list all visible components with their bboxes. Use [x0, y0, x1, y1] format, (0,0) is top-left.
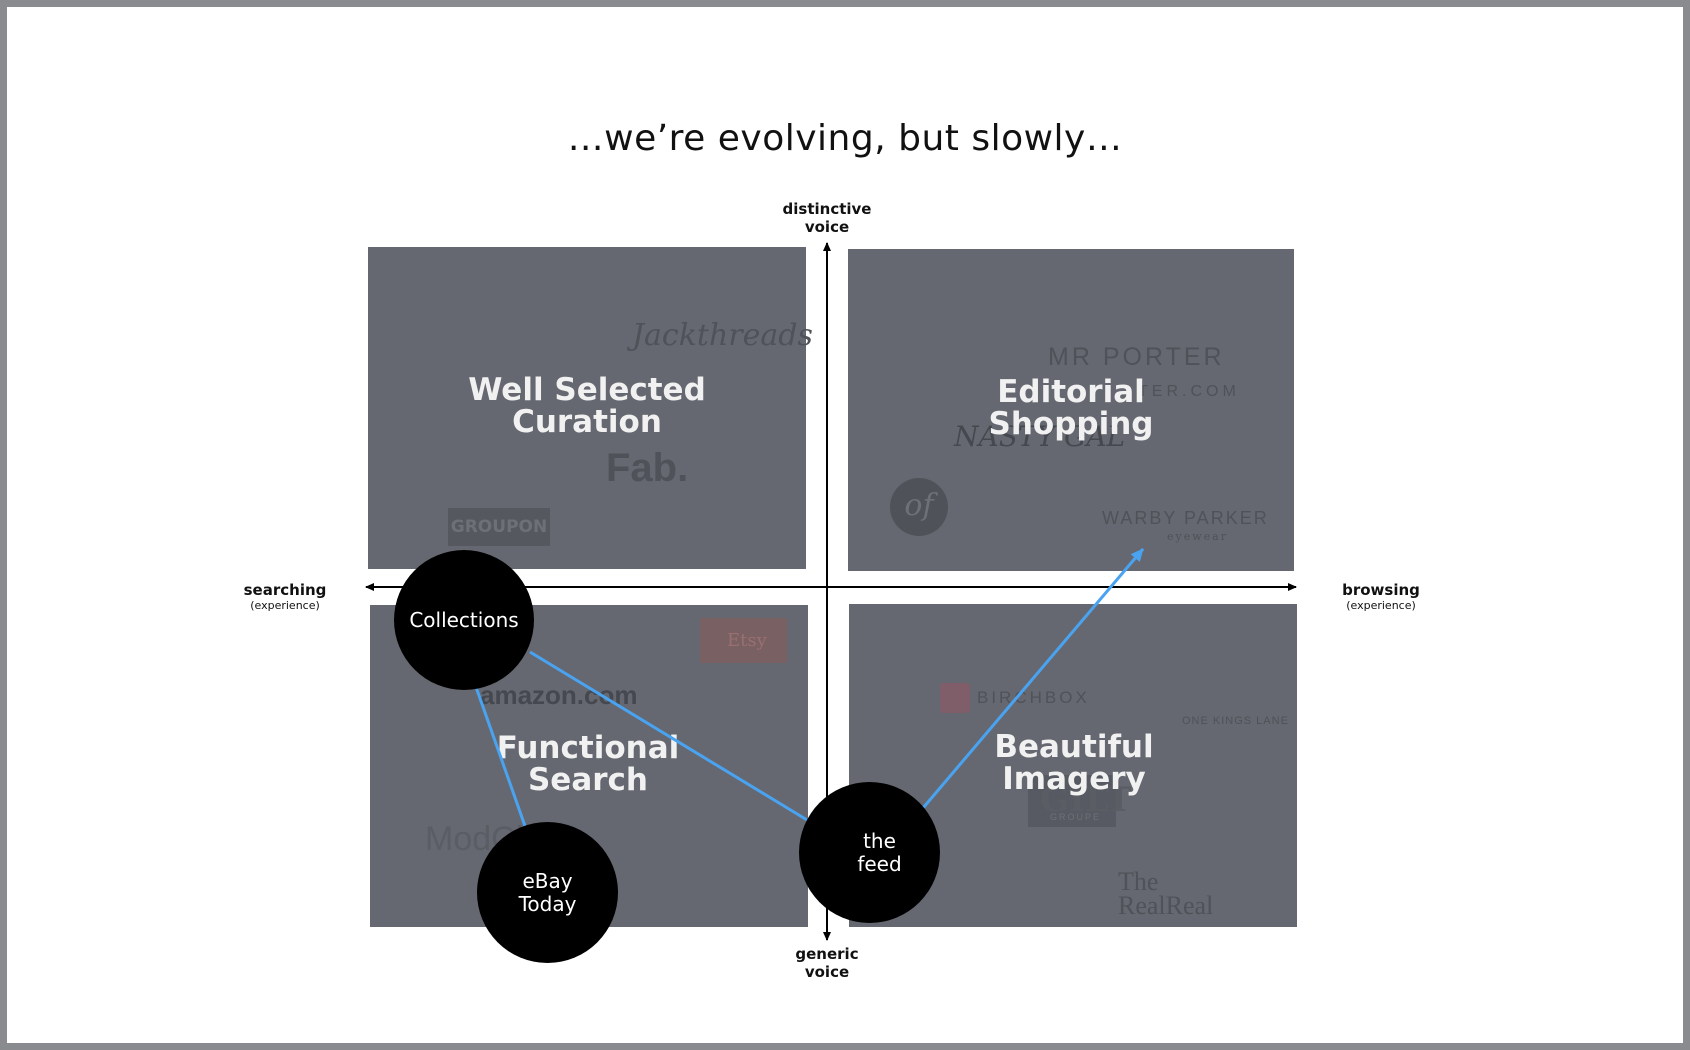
- axis-bottom-line1: generic: [795, 945, 859, 963]
- axis-top-line1: distinctive: [782, 200, 872, 218]
- birchbox-logo: BIRCHBOX: [977, 688, 1090, 707]
- the-feed-line1: the: [863, 828, 896, 853]
- axis-label-bottom: generic voice: [757, 945, 897, 981]
- warby-parker-logo: WARBY PARKER: [1102, 508, 1269, 528]
- birchbox-logo-mark: [940, 683, 970, 713]
- quadrant-title-bottom-right: Beautiful Imagery: [884, 731, 1264, 795]
- axis-right-sub: (experience): [1346, 599, 1416, 612]
- quadrant-top-right-line1: Editorial: [997, 374, 1145, 410]
- quadrant-bottom-left-line1: Functional: [496, 730, 680, 766]
- axis-right-main: browsing: [1342, 581, 1420, 599]
- quadrant-top-left-line2: Curation: [512, 404, 662, 440]
- fab-logo: Fab.: [606, 446, 689, 490]
- axis-label-top: distinctive voice: [757, 200, 897, 236]
- etsy-logo: Etsy: [727, 630, 767, 651]
- amazon-logo: amazon.com: [480, 680, 638, 710]
- mr-porter-url-logo: TER.COM: [1138, 383, 1240, 400]
- mr-porter-logo: MR PORTER: [1048, 343, 1225, 371]
- the-feed-line2: feed: [857, 851, 902, 876]
- quadrant-title-bottom-left: Functional Search: [398, 732, 778, 796]
- quadrant-bottom-left-line2: Search: [527, 762, 648, 798]
- ebay-today-line1: eBay: [522, 868, 573, 893]
- axis-bottom-line2: voice: [804, 963, 850, 981]
- one-kings-lane-logo: ONE KINGS LANE: [1182, 715, 1289, 727]
- realreal-logo: The RealReal: [1118, 867, 1214, 920]
- realreal-line1: The: [1118, 867, 1159, 896]
- of-logo: of: [890, 478, 948, 536]
- quadrant-top-left: [368, 247, 806, 569]
- quadrant-title-top-left: Well Selected Curation: [397, 374, 777, 438]
- axis-label-left: searching (experience): [215, 581, 355, 612]
- groupon-logo: GROUPON: [448, 508, 550, 546]
- quadrant-bottom-right-line2: Imagery: [1002, 761, 1146, 797]
- quadrant-title-top-right: Editorial Shopping: [881, 376, 1261, 440]
- arrow-collections-to-feed: [529, 650, 846, 845]
- collections-node: Collections: [394, 550, 534, 690]
- jackthreads-logo: Jackthreads: [632, 318, 813, 353]
- axis-left-main: searching: [243, 581, 327, 599]
- arrow-feed-to-editorial: [921, 548, 1145, 809]
- gilt-logo-box: [1028, 775, 1116, 827]
- nasty-gal-logo: NASTY GAL: [954, 420, 1126, 453]
- ebay-today-line2: Today: [518, 891, 577, 916]
- etsy-logo-box: [700, 618, 787, 663]
- realreal-line2: RealReal: [1118, 891, 1214, 920]
- axis-label-right: browsing (experience): [1311, 581, 1451, 612]
- arrow-ebay-to-collections: [468, 669, 527, 827]
- axis-left-sub: (experience): [250, 599, 320, 612]
- quadrant-top-left-line1: Well Selected: [468, 372, 706, 408]
- gilt-sub-logo: GROUPE: [1050, 812, 1102, 822]
- slide-title: …we’re evolving, but slowly…: [567, 118, 1123, 159]
- quadrant-bottom-right-line1: Beautiful: [994, 729, 1154, 765]
- quadrant-top-right-line2: Shopping: [988, 406, 1154, 442]
- gilt-logo: GILT: [1040, 780, 1132, 820]
- warby-parker-sub-logo: eyewear: [1167, 530, 1228, 543]
- axis-top-line2: voice: [804, 218, 850, 236]
